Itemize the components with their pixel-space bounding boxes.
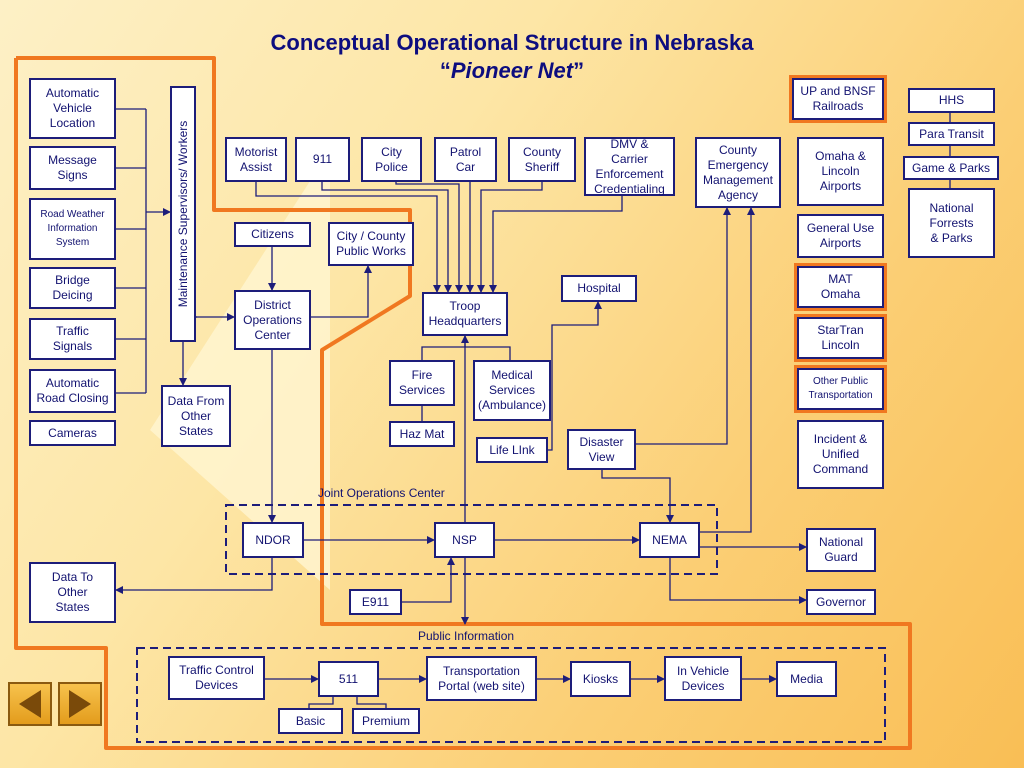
basic-box[interactable]: Basic <box>278 708 343 734</box>
nema-box[interactable]: NEMA <box>639 522 700 558</box>
n911-box[interactable]: 911 <box>295 137 350 182</box>
public-works-box[interactable]: City / County Public Works <box>328 222 414 266</box>
traffic-signals-box[interactable]: Traffic Signals <box>29 318 116 360</box>
road-weather-info-box[interactable]: Road Weather Information System <box>29 198 116 260</box>
traffic-control-devices-box[interactable]: Traffic Control Devices <box>168 656 265 700</box>
slide-subtitle: “Pioneer Net” <box>439 58 585 83</box>
up-bnsf-railroads-box[interactable]: UP and BNSF Railroads <box>792 78 884 120</box>
maintenance-workers-box[interactable]: Maintenance Supervisors/ Workers <box>170 86 196 342</box>
joint-ops-dashed-frame <box>225 504 718 575</box>
district-ops-center-box[interactable]: District Operations Center <box>234 290 311 350</box>
disaster-view-box[interactable]: Disaster View <box>567 429 636 470</box>
patrol-car-box[interactable]: Patrol Car <box>434 137 497 182</box>
bridge-deicing-box[interactable]: Bridge Deicing <box>29 267 116 309</box>
national-forests-box[interactable]: National Forrests & Parks <box>908 188 995 258</box>
e911-box[interactable]: E911 <box>349 589 402 615</box>
dot-region-border <box>14 56 912 750</box>
joint-ops-label: Joint Operations Center <box>318 486 445 500</box>
para-transit-box[interactable]: Para Transit <box>908 122 995 146</box>
arrow-right-icon <box>69 690 91 718</box>
next-slide-button[interactable] <box>58 682 102 726</box>
city-police-box[interactable]: City Police <box>361 137 422 182</box>
county-emergency-mgmt-box[interactable]: County Emergency Management Agency <box>695 137 781 208</box>
dmv-carrier-box[interactable]: DMV & Carrier Enforcement Credentialing <box>584 137 675 196</box>
arrow-left-icon <box>19 690 41 718</box>
hhs-box[interactable]: HHS <box>908 88 995 113</box>
data-to-other-states-box[interactable]: Data To Other States <box>29 562 116 623</box>
data-from-other-states-box[interactable]: Data From Other States <box>161 385 231 447</box>
general-use-airports-box[interactable]: General Use Airports <box>797 214 884 258</box>
governor-box[interactable]: Governor <box>806 589 876 615</box>
nsp-box[interactable]: NSP <box>434 522 495 558</box>
public-info-dashed-frame <box>136 647 886 743</box>
omaha-lincoln-airports-box[interactable]: Omaha & Lincoln Airports <box>797 137 884 206</box>
n511-box[interactable]: 511 <box>318 661 379 697</box>
citizens-box[interactable]: Citizens <box>234 222 311 247</box>
in-vehicle-devices-box[interactable]: In Vehicle Devices <box>664 656 742 701</box>
incident-unified-command-box[interactable]: Incident & Unified Command <box>797 420 884 489</box>
life-link-box[interactable]: Life LInk <box>476 437 548 463</box>
game-parks-box[interactable]: Game & Parks <box>903 156 999 180</box>
hazmat-box[interactable]: Haz Mat <box>389 421 455 447</box>
auto-road-closing-box[interactable]: Automatic Road Closing <box>29 369 116 413</box>
message-signs-box[interactable]: Message Signs <box>29 146 116 190</box>
startran-lincoln-box[interactable]: StarTran Lincoln <box>797 317 884 359</box>
national-guard-box[interactable]: National Guard <box>806 528 876 572</box>
transportation-portal-box[interactable]: Transportation Portal (web site) <box>426 656 537 701</box>
auto-vehicle-location-box[interactable]: Automatic Vehicle Location <box>29 78 116 139</box>
cameras-box[interactable]: Cameras <box>29 420 116 446</box>
hospital-box[interactable]: Hospital <box>561 275 637 302</box>
media-box[interactable]: Media <box>776 661 837 697</box>
kiosks-box[interactable]: Kiosks <box>570 661 631 697</box>
ndor-box[interactable]: NDOR <box>242 522 304 558</box>
county-sheriff-box[interactable]: County Sheriff <box>508 137 576 182</box>
mat-omaha-box[interactable]: MAT Omaha <box>797 266 884 308</box>
public-info-label: Public Information <box>418 629 515 643</box>
fire-services-box[interactable]: Fire Services <box>389 360 455 406</box>
motorist-assist-box[interactable]: Motorist Assist <box>225 137 287 182</box>
slide-title: Conceptual Operational Structure in Nebr… <box>270 30 754 55</box>
premium-box[interactable]: Premium <box>352 708 420 734</box>
troop-hq-box[interactable]: Troop Headquarters <box>422 292 508 336</box>
previous-slide-button[interactable] <box>8 682 52 726</box>
medical-services-box[interactable]: Medical Services (Ambulance) <box>473 360 551 421</box>
other-public-transportation-box[interactable]: Other Public Transportation <box>797 368 884 410</box>
